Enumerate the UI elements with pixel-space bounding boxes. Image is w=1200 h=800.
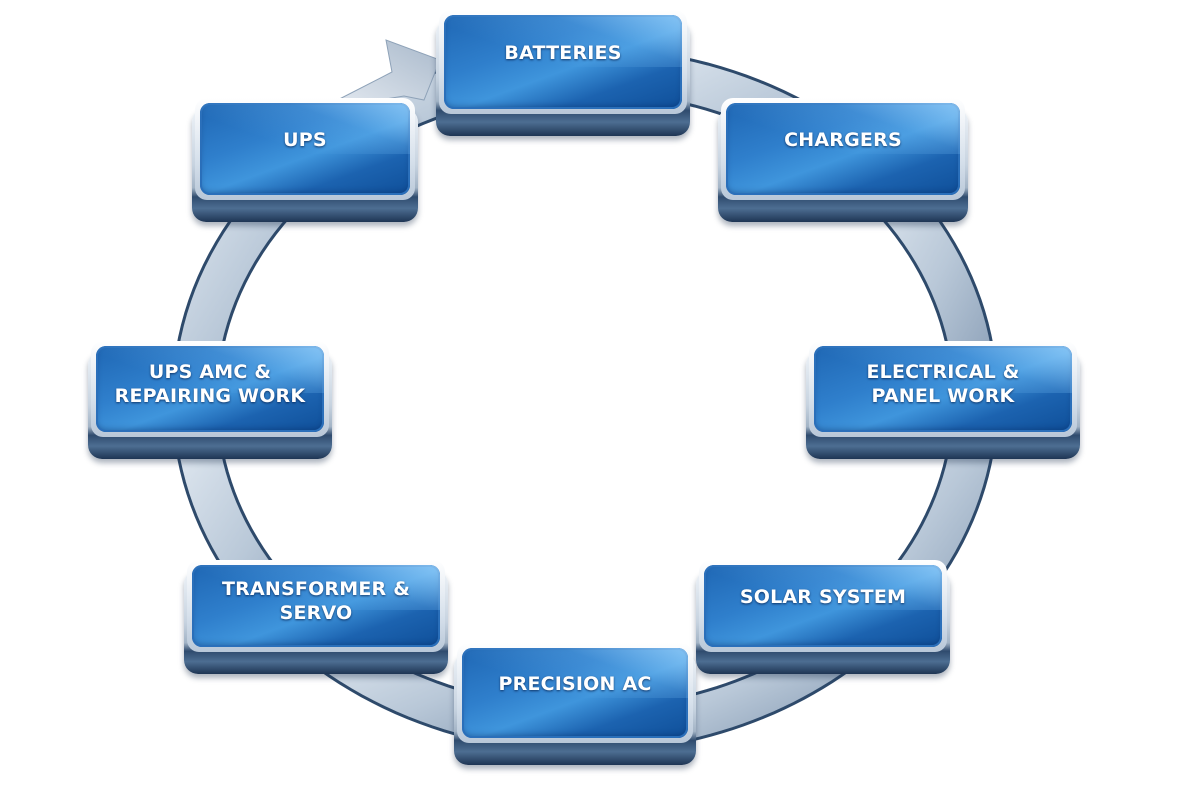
node-label: SOLAR SYSTEM: [739, 586, 907, 608]
node-label: UPS: [283, 129, 327, 151]
node-face: PRECISION AC: [462, 648, 688, 738]
node-face: CHARGERS: [726, 103, 960, 195]
node-face: UPS: [200, 103, 410, 195]
node-label: BATTERIES: [504, 42, 622, 64]
node-electrical[interactable]: ELECTRICAL & PANEL WORK: [806, 341, 1080, 459]
node-chargers[interactable]: CHARGERS: [718, 98, 968, 222]
node-face: ELECTRICAL & PANEL WORK: [814, 346, 1072, 432]
node-face: SOLAR SYSTEM: [704, 565, 942, 647]
node-face: UPS AMC & REPAIRING WORK: [96, 346, 324, 432]
node-solar[interactable]: SOLAR SYSTEM: [696, 560, 950, 674]
node-label: PRECISION AC: [498, 673, 652, 695]
node-batteries[interactable]: BATTERIES: [436, 10, 690, 136]
node-label: TRANSFORMER & SERVO: [222, 578, 410, 624]
node-transformer[interactable]: TRANSFORMER & SERVO: [184, 560, 448, 674]
node-label: CHARGERS: [784, 129, 902, 151]
node-ups-amc[interactable]: UPS AMC & REPAIRING WORK: [88, 341, 332, 459]
node-ups[interactable]: UPS: [192, 98, 418, 222]
node-face: BATTERIES: [444, 15, 682, 109]
node-face: TRANSFORMER & SERVO: [192, 565, 440, 647]
node-label: UPS AMC & REPAIRING WORK: [114, 361, 306, 407]
node-precision-ac[interactable]: PRECISION AC: [454, 643, 696, 765]
node-label: ELECTRICAL & PANEL WORK: [866, 361, 1020, 407]
